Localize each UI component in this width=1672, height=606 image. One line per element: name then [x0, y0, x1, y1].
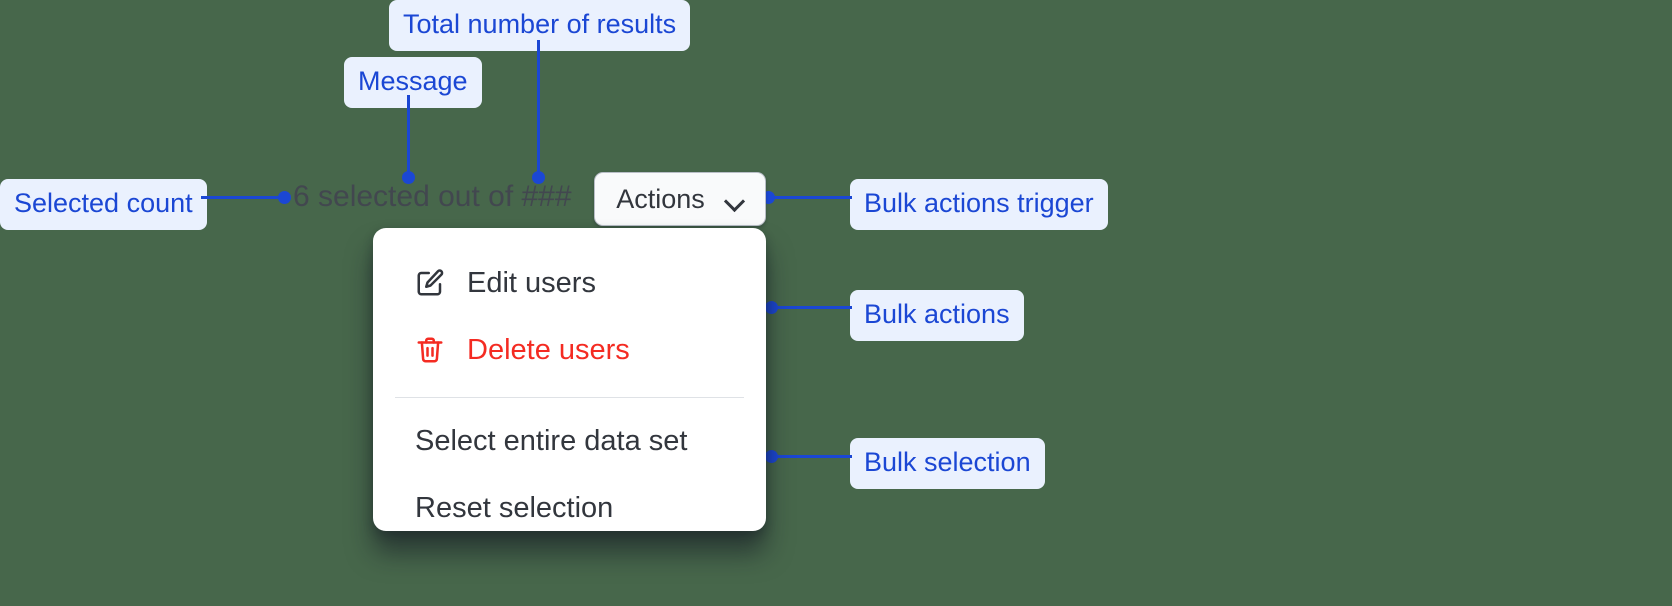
menu-item-select-entire-data-set-label: Select entire data set — [415, 425, 688, 457]
annotation-bulk-selection: Bulk selection — [850, 438, 1045, 489]
leader-dot-message — [402, 171, 415, 184]
menu-item-edit-users-label: Edit users — [467, 267, 596, 299]
menu-item-delete-users-label: Delete users — [467, 334, 630, 366]
bulk-actions-trigger-label: Actions — [616, 183, 705, 214]
leader-line-bulk-selection — [770, 455, 852, 458]
selected-count-message: 6 selected out of ### — [293, 180, 572, 213]
leader-line-total-number-of-results — [537, 40, 540, 177]
pencil-square-icon — [415, 268, 445, 300]
leader-dot-total-number-of-results — [532, 171, 545, 184]
leader-line-selected-count — [201, 196, 286, 199]
chevron-down-icon — [725, 194, 744, 205]
annotation-message: Message — [344, 57, 482, 108]
annotation-bulk-actions-trigger: Bulk actions trigger — [850, 179, 1108, 230]
leader-dot-selected-count — [278, 191, 291, 204]
menu-divider — [395, 397, 744, 398]
leader-dot-bulk-actions — [765, 301, 778, 314]
menu-item-select-entire-data-set[interactable]: Select entire data set — [373, 408, 766, 475]
annotation-selected-count: Selected count — [0, 179, 207, 230]
leader-dot-bulk-selection — [765, 450, 778, 463]
trash-icon — [415, 335, 445, 367]
bulk-actions-dropdown-menu: Edit users Delete users Select entire da… — [373, 228, 766, 531]
leader-line-message — [407, 95, 410, 177]
menu-item-edit-users[interactable]: Edit users — [373, 250, 766, 317]
bulk-actions-trigger-button[interactable]: Actions — [594, 172, 766, 226]
menu-item-reset-selection[interactable]: Reset selection — [373, 475, 766, 542]
annotation-bulk-actions: Bulk actions — [850, 290, 1024, 341]
leader-line-bulk-actions — [770, 306, 852, 309]
menu-item-reset-selection-label: Reset selection — [415, 492, 614, 524]
leader-line-bulk-actions-trigger — [768, 196, 852, 199]
menu-item-delete-users[interactable]: Delete users — [373, 317, 766, 384]
